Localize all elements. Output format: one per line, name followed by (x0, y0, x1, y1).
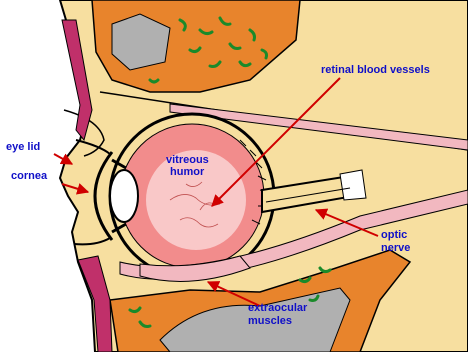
lens (110, 170, 138, 222)
label-extraocular: extraocular (248, 302, 307, 315)
label-eye-lid: eye lid (6, 141, 40, 154)
label-optic: optic (381, 229, 407, 242)
label-cornea: cornea (11, 170, 47, 183)
label-nerve: nerve (381, 242, 410, 255)
label-muscles: muscles (248, 315, 292, 328)
label-retinal-blood-vessels: retinal blood vessels (321, 64, 430, 77)
optic-nerve-sheath (340, 170, 366, 200)
label-humor: humor (170, 166, 204, 179)
